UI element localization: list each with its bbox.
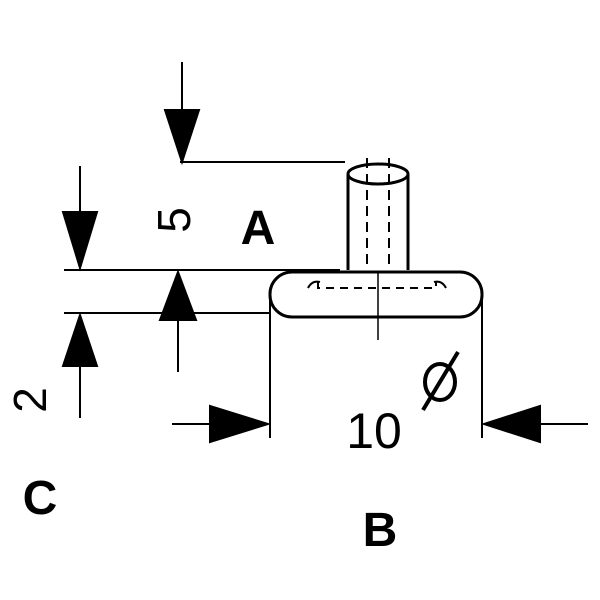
label-b: B [363, 504, 398, 557]
label-a: A [241, 202, 276, 255]
disc [268, 270, 484, 340]
arrowhead-down-thickness [61, 211, 99, 272]
part-outline [268, 158, 484, 340]
diameter-value: 10 [346, 403, 402, 459]
dimension-thickness [61, 166, 340, 418]
label-c: C [23, 472, 58, 525]
arrowhead-up [158, 269, 198, 321]
arrowhead-right [209, 404, 272, 444]
height-value: 5 [148, 207, 200, 233]
arrowhead-down [163, 109, 201, 166]
arrowhead-left [480, 404, 541, 444]
arrowhead-up-thickness [61, 311, 99, 367]
dimension-height [158, 62, 345, 372]
thickness-value: 2 [4, 387, 56, 413]
diameter-symbol [421, 350, 460, 412]
dimension-diameter [172, 300, 588, 444]
pin [346, 158, 410, 270]
